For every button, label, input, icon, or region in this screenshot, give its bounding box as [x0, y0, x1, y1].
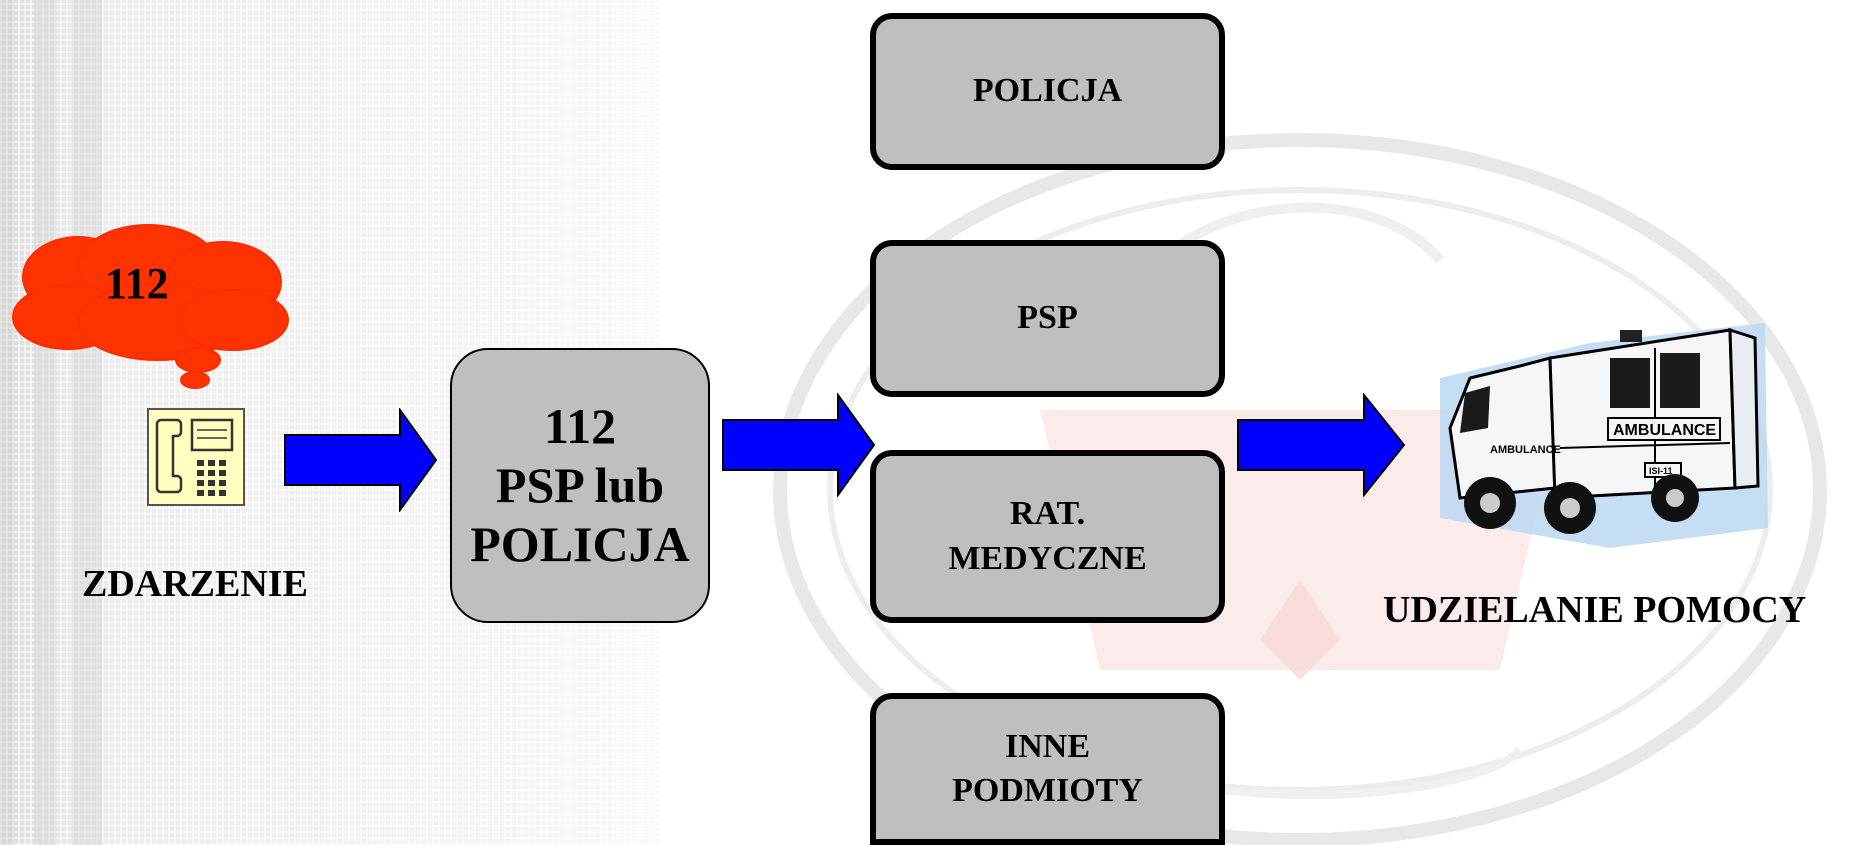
service-label: RAT. MEDYCZNE [948, 495, 1147, 577]
service-label: POLICJA [972, 72, 1123, 110]
service-box-medical: RAT. MEDYCZNE [870, 450, 1225, 623]
arrow-right-icon [722, 393, 876, 497]
service-box-fire: PSP [870, 240, 1225, 397]
service-label: PSP [1017, 299, 1078, 337]
service-box-other: INNE PODMIOTY [870, 693, 1225, 845]
ambulance-rear-text: AMBULANCE [1613, 422, 1716, 439]
cloud-text: 112 [105, 259, 169, 308]
stripe [34, 0, 56, 845]
service-label: INNE PODMIOTY [952, 727, 1143, 809]
stripe [72, 0, 102, 845]
ambulance-icon: AMBULANCE AMBULANCE ISI-11 [1440, 323, 1768, 548]
license-plate-text: ISI-11 [1649, 466, 1673, 476]
arrow-right-icon [1237, 393, 1406, 497]
outcome-label: UDZIELANIE POMOCY [1383, 589, 1807, 631]
event-label: ZDARZENIE [82, 563, 308, 605]
arrow-right-icon [284, 408, 438, 512]
stripe [0, 0, 14, 845]
service-box-police: POLICJA [870, 13, 1225, 170]
telephone-icon [147, 408, 245, 506]
dispatch-center-box: 112 PSP lub POLICJA [450, 348, 710, 623]
ambulance-side-text: AMBULANCE [1490, 444, 1561, 456]
dispatch-center-text: 112 PSP lub POLICJA [470, 398, 690, 572]
thought-cloud-icon [12, 224, 289, 389]
